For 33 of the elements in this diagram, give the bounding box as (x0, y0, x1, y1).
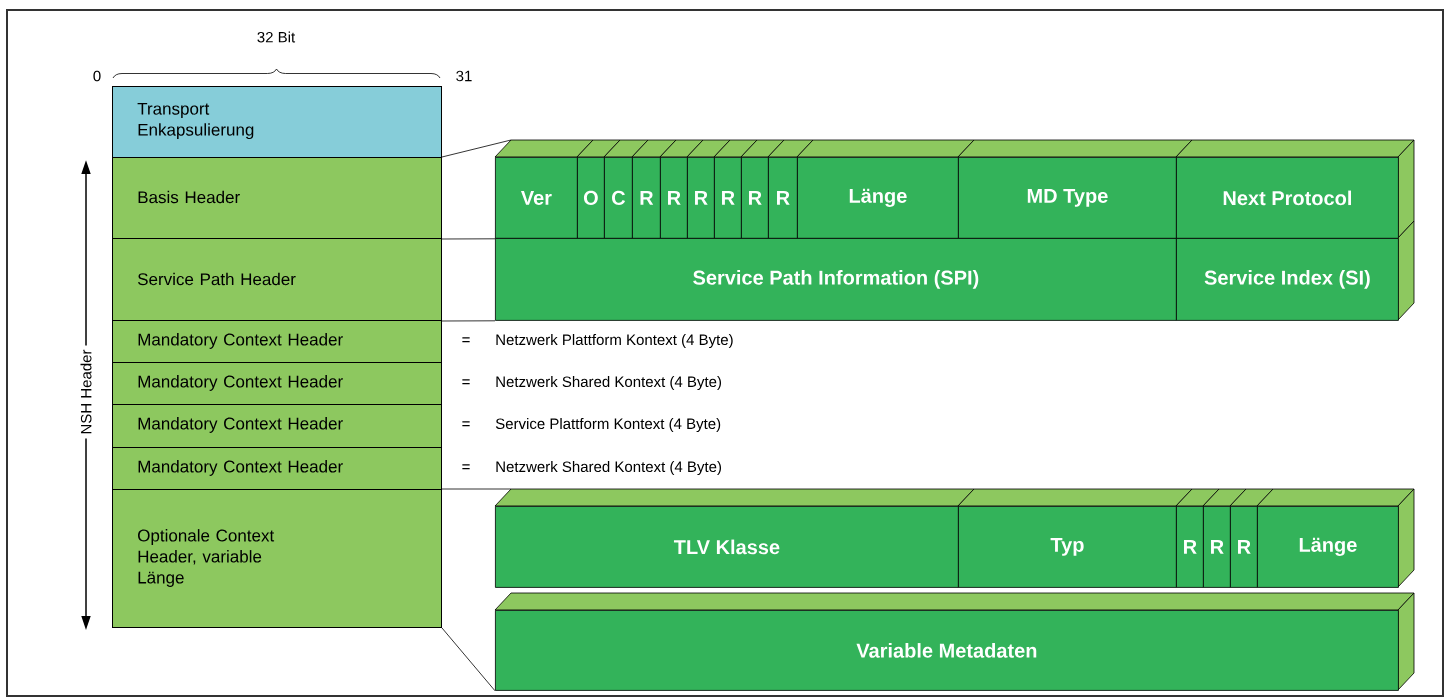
bit-field: R (767, 139, 814, 239)
equals-sign: = (462, 464, 470, 470)
header-field: Basis Header (112, 157, 442, 239)
bit-field: Next Protocol (1175, 139, 1415, 239)
bit-field: MD Type (957, 139, 1193, 239)
equals-sign: = (462, 337, 470, 343)
equals-sign: = (462, 421, 470, 427)
header-field: Mandatory Context Header (112, 447, 442, 490)
bit-field: R (1229, 488, 1274, 588)
equals-sign: = (462, 379, 470, 385)
dimension-label: NSH Header (77, 345, 95, 439)
field-description: Netzwerk Plattform Kontext (4 Byte) (496, 334, 733, 348)
bit-field: Länge (1256, 488, 1415, 588)
bit-number: 0 (93, 70, 101, 82)
header-field: Transport Enkapsulierung (112, 86, 442, 158)
projection-line (441, 139, 512, 158)
bit-width-label: 32 Bit (257, 31, 296, 43)
bit-field: Service Index (SI) (1176, 220, 1415, 321)
field-description: Service Plattform Kontext (4 Byte) (495, 418, 721, 432)
projection-line (441, 488, 512, 490)
bit-field: TLV Klasse (494, 488, 975, 588)
header-field: Service Path Header (112, 238, 442, 321)
bit-number: 31 (456, 70, 472, 82)
bit-field: Variable Metadaten (494, 592, 1415, 691)
field-description: Netzwerk Shared Kontext (4 Byte) (496, 461, 721, 475)
projection-line (441, 627, 496, 692)
field-description: Netzwerk Shared Kontext (4 Byte) (496, 376, 721, 390)
header-field: Mandatory Context Header (112, 320, 442, 363)
projection-line (441, 238, 496, 240)
header-field: Mandatory Context Header (112, 404, 442, 448)
bit-field: Länge (796, 139, 975, 239)
header-field: Mandatory Context Header (112, 362, 442, 405)
projection-line (441, 320, 496, 322)
